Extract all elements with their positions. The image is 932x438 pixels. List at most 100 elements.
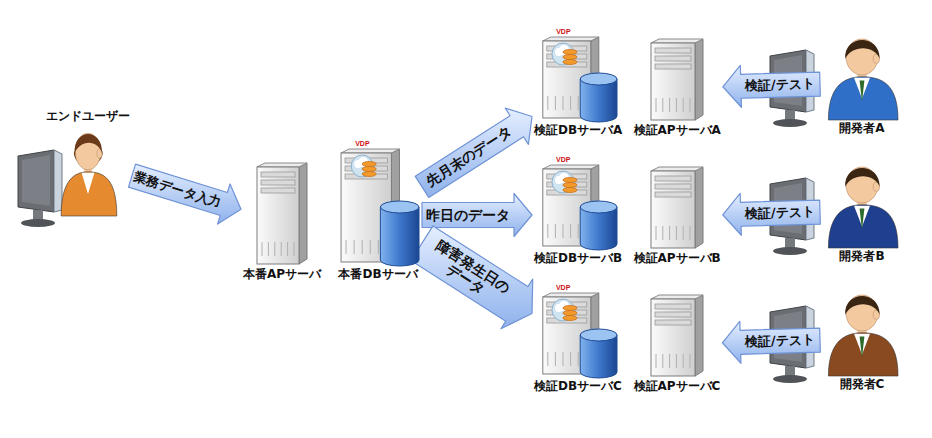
body <box>828 205 898 248</box>
vent-slit <box>294 242 295 256</box>
developer-figure: 開発者C <box>820 286 904 392</box>
vent-slit <box>281 242 282 256</box>
db-server-icon: 検証DBサーバB <box>532 164 624 266</box>
db-disk <box>563 55 577 60</box>
server-front <box>651 43 695 120</box>
block-arrow <box>128 164 241 224</box>
shirt <box>82 173 95 194</box>
db-server-icon: 本番DBサーバ <box>334 148 422 282</box>
person-illustration <box>822 158 902 248</box>
db-disk <box>362 167 376 172</box>
caption-text: 本番DBサーバ <box>338 266 417 282</box>
vent-slit <box>662 98 663 112</box>
drive-bay <box>655 192 691 197</box>
server-illustration <box>256 162 308 266</box>
server-illustration <box>650 166 704 250</box>
caption-text: 開発者B <box>839 248 884 264</box>
vent-slit <box>676 354 677 368</box>
block-arrow <box>415 108 532 197</box>
developer-figure: 開発者A <box>820 30 904 136</box>
db-disk <box>563 306 577 311</box>
server-top <box>651 167 703 171</box>
drive-bay <box>655 56 691 61</box>
caption-text: 開発者A <box>839 120 884 136</box>
block-arrow <box>722 321 820 363</box>
db-disk <box>563 316 577 321</box>
caption-text: 検証APサーバB <box>634 250 721 266</box>
body <box>61 172 117 216</box>
ap-server-icon: 本番APサーバ <box>241 162 323 282</box>
ap-server-icon: 検証APサーバC <box>632 294 723 394</box>
server-illustration <box>538 36 618 122</box>
body <box>828 333 898 376</box>
db-disk <box>362 172 376 177</box>
vent-slit <box>655 354 656 368</box>
db-disk <box>563 311 577 316</box>
vent-slit <box>669 354 670 368</box>
vent-slit <box>676 226 677 240</box>
vent-slit <box>689 354 690 368</box>
person-illustration <box>822 30 902 120</box>
hair <box>845 40 879 59</box>
db-cylinder-top <box>580 201 617 213</box>
server-side <box>695 295 703 376</box>
hair <box>845 296 879 315</box>
drive-bay <box>655 64 691 69</box>
server-top <box>257 163 307 167</box>
vent-slit <box>562 352 563 366</box>
db-cylinder-top <box>380 201 419 213</box>
caption-text: 検証APサーバC <box>634 378 721 394</box>
vent-slit <box>578 96 579 110</box>
body <box>828 77 898 120</box>
vent-slit <box>690 226 691 240</box>
vent-slit <box>548 96 549 110</box>
server-top <box>341 149 399 153</box>
db-cylinder <box>380 207 419 266</box>
drive-bay <box>655 304 691 309</box>
vent-slit <box>662 354 663 368</box>
vent-slit <box>563 224 564 238</box>
vent-slit <box>669 98 670 112</box>
vent-slit <box>683 354 684 368</box>
vdp-badge-label: VDP <box>355 140 369 148</box>
vent-slit <box>656 226 657 240</box>
vent-slit <box>570 224 571 238</box>
tie <box>860 208 865 230</box>
server-top <box>543 165 599 169</box>
caption-text: 本番APサーバ <box>243 266 321 282</box>
vent-slit <box>676 98 677 112</box>
server-top <box>651 39 703 43</box>
server-front <box>651 171 695 248</box>
drive-bay <box>261 180 295 185</box>
vent-slit <box>268 242 269 256</box>
caption-text: 検証DBサーバB <box>534 250 622 266</box>
hair <box>845 168 879 187</box>
db-disk <box>563 50 577 55</box>
arrow-label: 昨日のデータ <box>426 208 510 223</box>
vent-slit <box>362 240 363 254</box>
block-arrow <box>723 193 821 235</box>
ap-server-icon: 検証APサーバA <box>632 38 723 138</box>
vent-slit <box>662 226 663 240</box>
db-disk <box>563 183 577 188</box>
user-monitor <box>18 150 62 227</box>
server-illustration <box>650 38 704 122</box>
server-illustration <box>538 164 618 250</box>
vent-slit <box>287 242 288 256</box>
server-illustration <box>336 148 420 266</box>
drive-bay <box>655 184 691 189</box>
vdp-badge-label: VDP <box>556 28 570 36</box>
vent-slit <box>555 224 556 238</box>
vent-slit <box>262 242 263 256</box>
vent-slit <box>690 98 691 112</box>
vent-slit <box>683 226 684 240</box>
arrow-label: 先月末のデータ <box>424 124 515 190</box>
server-top <box>543 293 599 297</box>
server-illustration <box>650 294 704 378</box>
vent-slit <box>555 96 556 110</box>
vent-slit <box>378 240 379 254</box>
db-server-icon: 検証DBサーバA <box>532 36 624 138</box>
ap-server-icon: 検証APサーバB <box>632 166 723 266</box>
caption-text: 検証DBサーバC <box>534 378 622 394</box>
